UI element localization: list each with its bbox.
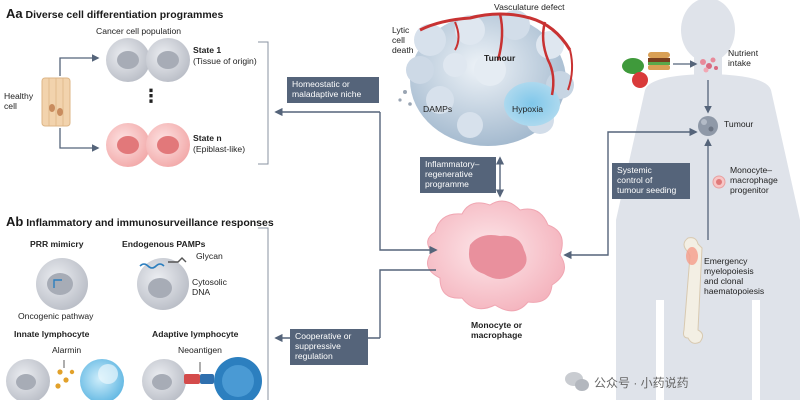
section-aa-heading: Aa Diverse cell differentiation programm…: [6, 6, 224, 22]
alarmin-label: Alarmin: [52, 345, 82, 355]
state1-title: State 1: [193, 45, 222, 55]
oncogenic-pathway-label: Oncogenic pathway: [18, 311, 94, 321]
section-aa-title: Diverse cell differentiation programmes: [25, 9, 224, 21]
section-ab-prefix: Ab: [6, 214, 24, 229]
wechat-watermark-icon: [565, 372, 589, 391]
adaptive-lymphocyte-illustration: [142, 357, 262, 400]
food-icon: [622, 52, 670, 88]
body-tumour-label: Tumour: [724, 119, 754, 129]
tumour-label: Tumour: [484, 53, 516, 63]
body-tumour-icon: [698, 116, 718, 136]
section-ab-heading: Ab Inflammatory and immunosurveillance r…: [6, 214, 274, 230]
hypoxia-label: Hypoxia: [512, 104, 544, 114]
state-bracket: [258, 41, 269, 165]
staten-subtitle: (Epiblast-like): [193, 144, 246, 154]
glycan-label: Glycan: [196, 251, 223, 261]
watermark-text: 公众号 · 小药说药: [594, 376, 689, 390]
prr-mimicry-cell: [36, 258, 88, 310]
macrophage-cell: [427, 200, 565, 312]
pamps-cell: [137, 257, 189, 310]
progenitor-cell-icon: [712, 175, 726, 189]
innate-lymphocyte-title: Innate lymphocyte: [14, 329, 90, 339]
state1-cells: [106, 38, 190, 82]
staten-title: State n: [193, 133, 222, 143]
prr-mimicry-title: PRR mimicry: [30, 239, 84, 249]
cancer-population-label: Cancer cell population: [96, 26, 182, 36]
arrow-healthy-to-staten: [59, 128, 100, 152]
staten-cells: [106, 123, 190, 167]
state1-subtitle: (Tissue of origin): [193, 56, 257, 66]
section-ab-title: Inflammatory and immunosurveillance resp…: [26, 217, 274, 229]
nutrient-particles: [700, 57, 718, 73]
vasculature-defect-label: Vasculature defect: [494, 2, 565, 12]
endogenous-pamps-title: Endogenous PAMPs: [122, 239, 206, 249]
neoantigen-label: Neoantigen: [178, 345, 222, 355]
adaptive-lymphocyte-title: Adaptive lymphocyte: [152, 329, 239, 339]
damps-label: DAMPs: [423, 104, 453, 114]
innate-lymphocyte-illustration: [6, 359, 124, 400]
ab-bracket: [258, 227, 269, 400]
healthy-cell-icon: [41, 77, 71, 127]
tumour-mass: [398, 10, 574, 146]
state-dots: ⋮: [142, 86, 160, 106]
arrow-healthy-to-state1: [59, 54, 100, 76]
section-aa-prefix: Aa: [6, 6, 23, 21]
